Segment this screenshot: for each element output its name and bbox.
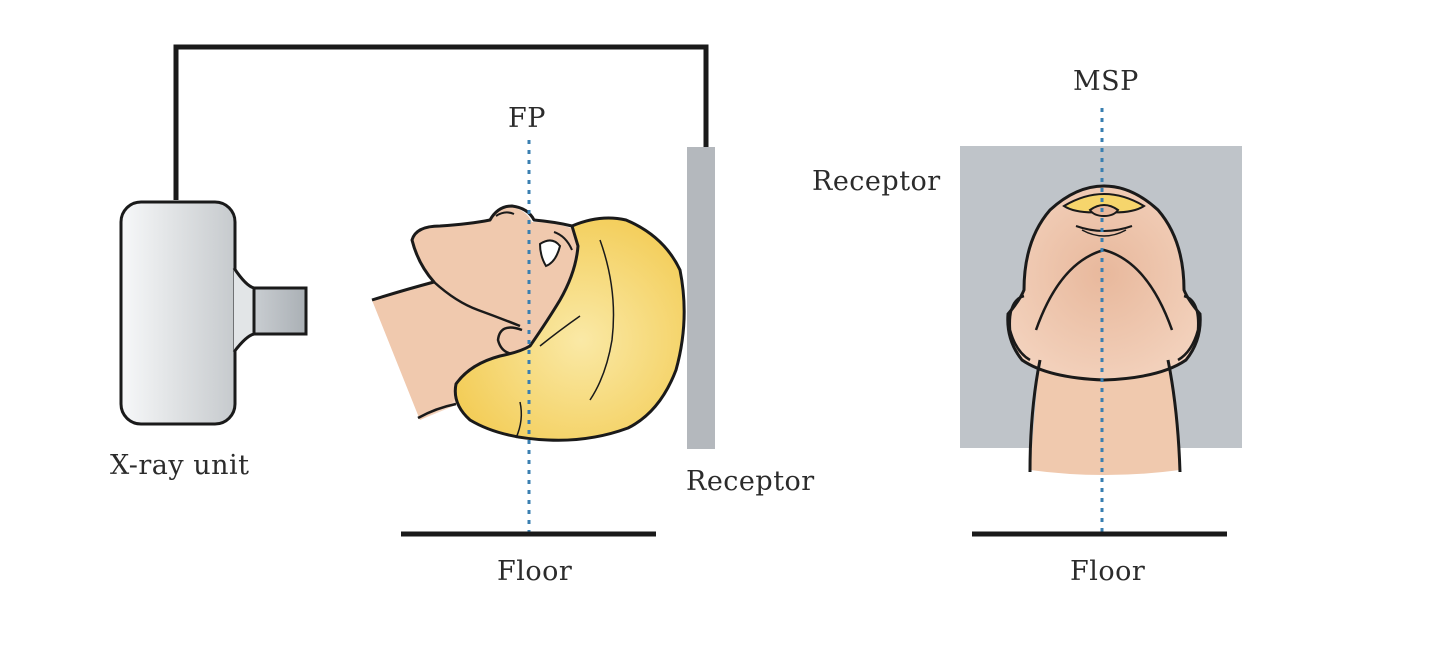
c-arm-connector	[173, 44, 709, 200]
neck-frontal	[1030, 352, 1180, 475]
ear-right-frontal	[1177, 294, 1200, 362]
nose-tip	[495, 211, 515, 217]
nose-frontal	[1088, 204, 1120, 218]
patient-head-frontal	[1006, 184, 1202, 475]
mouth-frontal	[1075, 225, 1133, 232]
neck-right-outline	[1166, 359, 1182, 473]
ear-left-frontal	[1008, 294, 1031, 362]
head-frontal	[1006, 184, 1202, 382]
xray-tube-port	[252, 286, 308, 336]
receptor-frontal-label: Receptor	[812, 166, 941, 197]
jaw-line	[433, 281, 521, 328]
eyebrow-lateral	[553, 231, 573, 251]
xray-unit-label: X-ray unit	[110, 450, 250, 481]
patient-head-lateral	[371, 204, 686, 442]
receptor-lateral	[687, 147, 715, 449]
hair-lateral	[453, 216, 686, 442]
floor-frontal-label: Floor	[1070, 556, 1145, 587]
xray-tube-housing	[119, 200, 237, 426]
neck-lower-line	[417, 402, 457, 420]
frontal-plane-label: FP	[508, 103, 546, 134]
lip-frontal	[1081, 229, 1127, 237]
hair-strand-2	[539, 315, 581, 347]
hair-strand-3	[515, 401, 523, 439]
neck-left-outline	[1028, 359, 1042, 473]
hair-front	[1062, 192, 1146, 214]
midsagittal-plane-label: MSP	[1073, 66, 1139, 97]
floor-lateral-label: Floor	[497, 556, 572, 587]
receptor-lateral-label: Receptor	[686, 466, 815, 497]
hair-strand-1	[589, 239, 615, 401]
xray-tube-collar	[232, 267, 256, 353]
xray-tube	[119, 200, 308, 426]
face-profile-outline	[371, 204, 573, 302]
jaw-frontal	[1034, 248, 1174, 331]
eye-lateral	[538, 239, 562, 268]
